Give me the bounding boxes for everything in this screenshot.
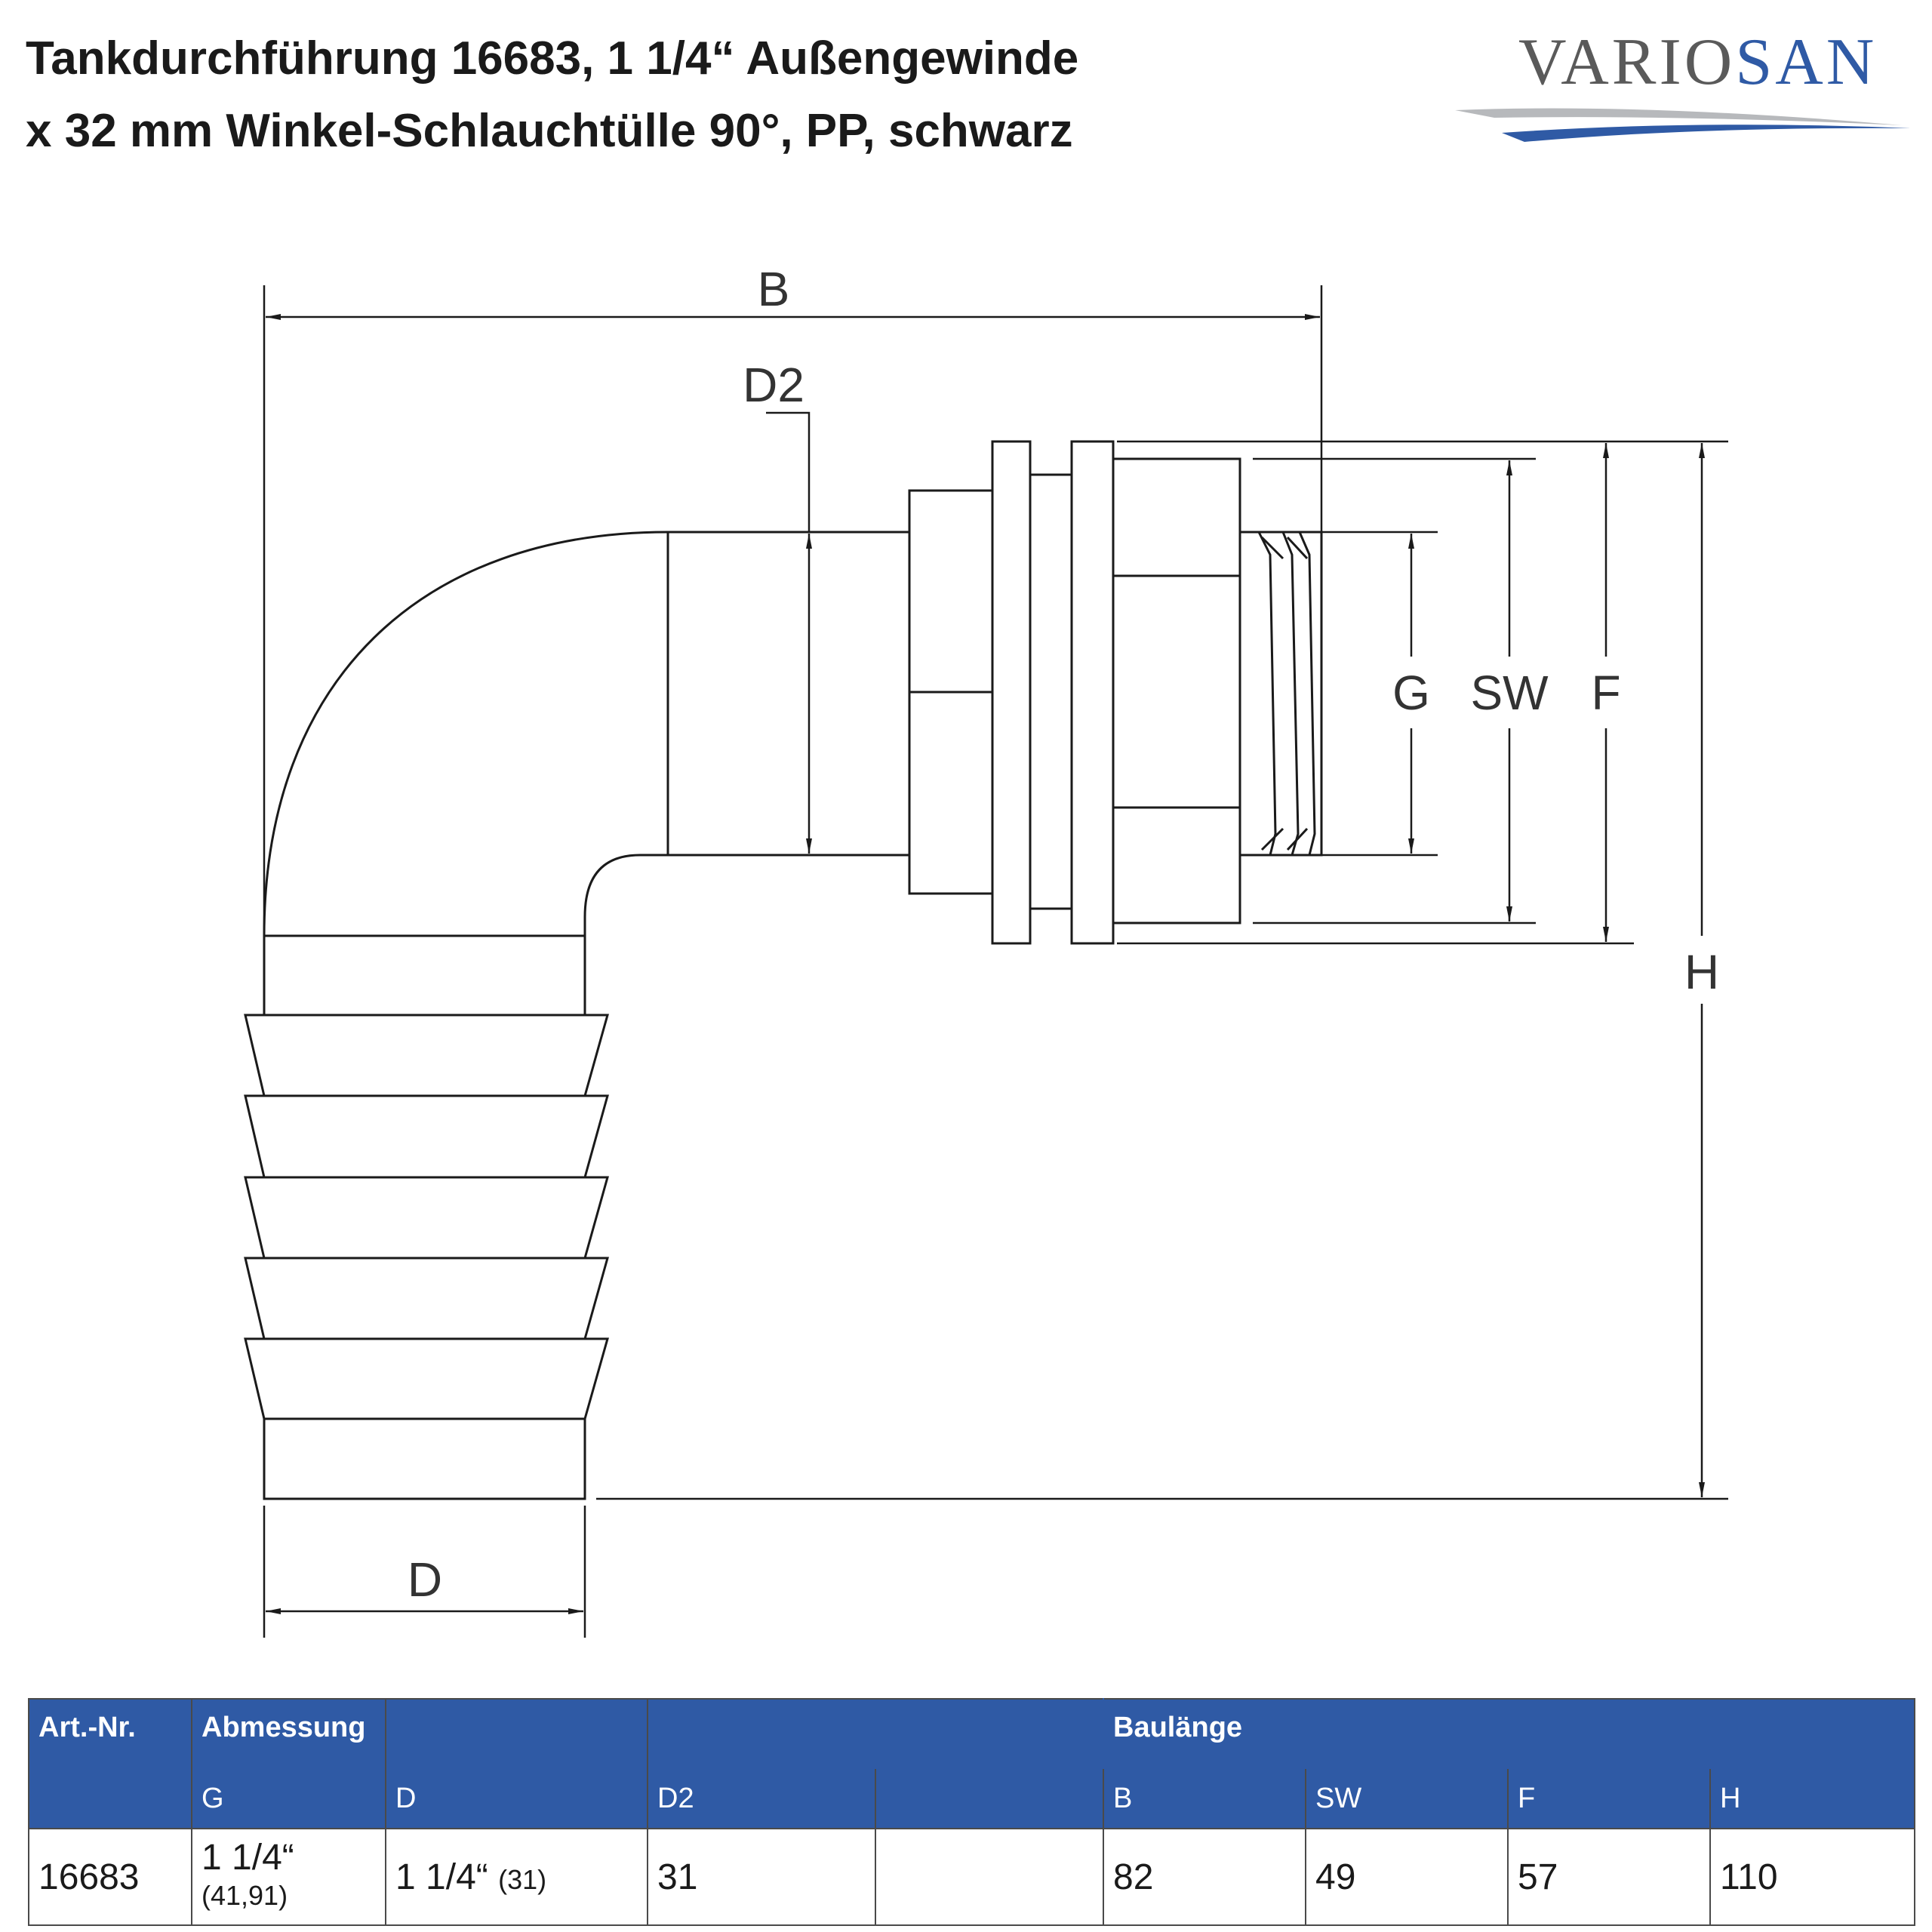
label-f: F <box>1591 666 1620 720</box>
thread-groove-1 <box>1257 531 1277 856</box>
logo-text-vario: VARIO <box>1518 26 1735 99</box>
header-blank <box>875 1769 1104 1829</box>
barb-cone-5 <box>244 1337 609 1420</box>
header-empty-2 <box>647 1698 1104 1769</box>
spec-table: Art.-Nr. Abmessung Baulänge G D D2 B SW … <box>28 1698 1916 1926</box>
cell-h: 110 <box>1709 1828 1916 1926</box>
barb-end-collar <box>263 1417 586 1500</box>
thread-groove-2 <box>1281 531 1300 856</box>
label-sw: SW <box>1470 666 1549 720</box>
table-header-row-1: Art.-Nr. Abmessung Baulänge <box>28 1698 1916 1829</box>
hex-body <box>1112 457 1241 924</box>
technical-drawing: B D2 G SW F H D <box>244 262 1728 1638</box>
cell-art-nr: 16683 <box>28 1828 192 1926</box>
header-b: B <box>1103 1769 1306 1829</box>
logo-text-san: SAN <box>1735 26 1877 99</box>
header-baulaenge: Baulänge <box>1102 1698 1916 1769</box>
dimension-lines <box>263 285 1728 1638</box>
cell-blank <box>875 1828 1104 1926</box>
cell-f: 57 <box>1507 1828 1711 1926</box>
header-g: G <box>191 1769 386 1829</box>
header-d2: D2 <box>647 1769 876 1829</box>
thread-body <box>1238 531 1323 857</box>
title-line-1: Tankdurchführung 16683, 1 1/4“ Außengewi… <box>26 32 1079 85</box>
title-line-2: x 32 mm Winkel-Schlauchtülle 90°, PP, sc… <box>26 105 1073 157</box>
label-d2: D2 <box>743 358 804 412</box>
cell-sw: 49 <box>1305 1828 1509 1926</box>
table-header-row-2: G D D2 B SW F H <box>29 1769 1916 1829</box>
spacer <box>1029 473 1073 910</box>
thread-groove-5 <box>1286 536 1309 560</box>
header-empty-1 <box>385 1698 648 1769</box>
cell-b: 82 <box>1103 1828 1306 1926</box>
logo-swoosh-grey <box>1455 108 1902 125</box>
thread-groove-7 <box>1286 827 1309 851</box>
dim-d2-leader <box>766 411 811 532</box>
header-f: F <box>1507 1769 1711 1829</box>
flange-1 <box>991 440 1032 945</box>
label-d: D <box>408 1552 442 1607</box>
variosan-logo: VARIOSAN <box>1455 26 1911 142</box>
fitting-outline <box>244 440 1323 1500</box>
thread-groove-3 <box>1298 531 1316 856</box>
header-d: D <box>385 1769 648 1829</box>
barb-cone-1 <box>244 1014 609 1097</box>
elbow-outer-curve <box>263 531 669 937</box>
label-h: H <box>1684 945 1719 999</box>
thread-groove-4 <box>1260 536 1284 560</box>
header-art-nr: Art.-Nr. <box>28 1698 192 1829</box>
cell-d2: 31 <box>647 1828 876 1926</box>
flange-2 <box>1070 440 1115 945</box>
page-title: Tankdurchführung 16683, 1 1/4“ Außengewi… <box>26 23 1354 168</box>
elbow-inner-curve <box>583 854 668 1015</box>
cell-g-sub: (41,91) <box>202 1880 288 1911</box>
cell-g: 1 1/4“ (41,91) <box>191 1828 386 1926</box>
barb-cone-3 <box>244 1176 609 1260</box>
cell-d-sub: (31) <box>498 1863 547 1895</box>
svg-text:VARIOSAN: VARIOSAN <box>1518 26 1877 99</box>
label-b: B <box>758 262 790 316</box>
barb-cone-2 <box>244 1094 609 1179</box>
logo-swoosh-blue <box>1502 125 1911 142</box>
table-row: 16683 1 1/4“ (41,91) 1 1/4“ (31) 31 82 4… <box>28 1828 1916 1926</box>
barb-cone-4 <box>244 1257 609 1340</box>
cell-d-main: 1 1/4“ <box>395 1857 488 1897</box>
header-h: H <box>1709 1769 1916 1829</box>
cell-d: 1 1/4“ (31) <box>385 1828 648 1926</box>
header-abmessung: Abmessung <box>191 1698 386 1769</box>
header-sw: SW <box>1305 1769 1509 1829</box>
label-g: G <box>1392 666 1430 720</box>
dimension-labels: B D2 G SW F H D <box>408 262 1719 1607</box>
thread-groove-6 <box>1260 827 1284 851</box>
cell-g-main: 1 1/4“ <box>202 1838 294 1878</box>
